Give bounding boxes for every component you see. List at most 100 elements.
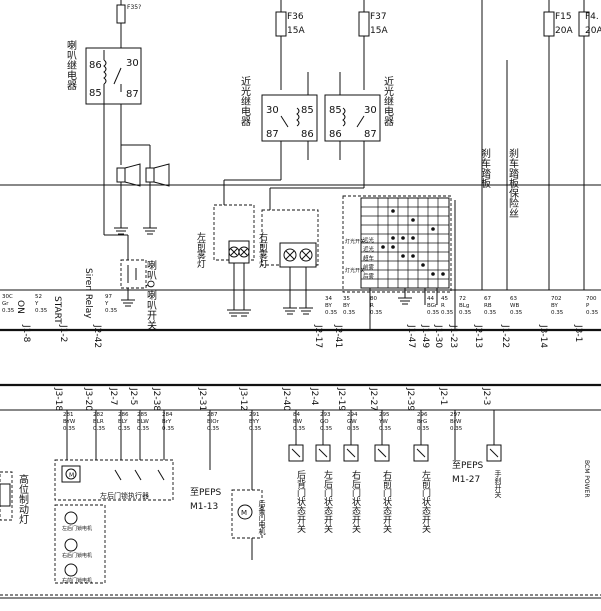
door-lock-actuator-module: M 左后门锁执行器	[54, 459, 174, 501]
lock-module-label: 左后门锁执行器	[100, 491, 149, 500]
row2-wire-2-code: 286	[118, 412, 129, 418]
row1-wire-9-code: 67	[484, 296, 491, 302]
fuse-f15: F15 20A	[543, 0, 573, 290]
row1-wire-0-code: 30C	[2, 294, 13, 300]
row2-conn-9: J2-19	[336, 387, 346, 411]
horn-relay-pin-30: 30	[126, 58, 139, 69]
row1-conn-11: J3-14	[538, 324, 548, 348]
row2-wire-11-code: 296	[417, 412, 428, 418]
svg-text:M: M	[69, 472, 74, 479]
row1-wire-12-color: P	[586, 303, 590, 309]
right-fog-lamp	[261, 209, 319, 268]
row1-conn-12: J3-1	[573, 324, 583, 342]
row2-wire-2-color: BLY	[118, 419, 128, 425]
row2-wire-10-code: 295	[379, 412, 390, 418]
fuse-f4-label: F4.	[585, 12, 599, 22]
fuse-f36: F36 15A	[275, 0, 305, 90]
row1-wire-labels: 30C Gr 0.35 52 Y 0.35 97 Y 0.35 34 BY 0.…	[2, 294, 599, 316]
lo-right-pin-85: 85	[329, 105, 342, 116]
row2-wire-12-color: BrW	[450, 419, 462, 425]
fuse-f36-label: F36	[287, 12, 304, 22]
row2-wire-3-color: BLW	[137, 419, 149, 425]
row2-conn-7: J2-40	[281, 387, 291, 411]
row2-wire-3-gauge: 0.35	[137, 426, 150, 432]
bcm-power-label: BCM POWER	[583, 460, 590, 498]
lo-left-pin-87: 87	[266, 129, 279, 140]
horn-relay: 86 85 30 87	[85, 47, 142, 105]
row1-wire-9-color: RB	[484, 303, 492, 309]
row1-wire-7-code: 45	[441, 296, 448, 302]
row2-wire-7-code: 84	[293, 412, 300, 418]
row1-wire-10-code: 63	[510, 296, 517, 302]
lo-left-relay-name: 近光继电器	[239, 75, 251, 127]
row1-wire-2-code: 97	[105, 294, 112, 300]
row2-wire-9-gauge: 0.35	[347, 426, 360, 432]
trunk-motor-label: 后备门电机	[258, 499, 266, 536]
row1-wire-11-color: BY	[551, 303, 558, 309]
lo-right-pin-86: 86	[329, 129, 342, 140]
row2-wire-4-code: 284	[162, 412, 173, 418]
row1-conn-4: J2-41	[333, 324, 343, 348]
row2-wire-8-color: GO	[320, 419, 329, 425]
row2-conn-4: J2-38	[151, 387, 161, 411]
light-switch-table: 远光 近光 超车 前雾 后雾 灯光开关 灯光开关	[342, 195, 452, 293]
horn-q-label: 喇叭Q	[145, 260, 157, 288]
siren-relay-label: Siren Relay	[83, 268, 93, 319]
row1-conn-10: J1-22	[500, 324, 510, 348]
brake-board-label: 刹车踏板	[479, 148, 491, 189]
row1-wire-7-gauge: 0.35	[441, 310, 454, 316]
light-row-4: 前雾	[363, 263, 375, 271]
row2-wire-0-code: 281	[63, 412, 74, 418]
door-switches	[288, 444, 502, 462]
row2-wire-9-color: GW	[347, 419, 357, 425]
row1-conn-9: J2-13	[473, 324, 483, 348]
row2-wire-4-color: BrY	[162, 419, 172, 425]
row1-conn-7: J1-30	[433, 324, 443, 348]
row1-wire-5-gauge: 0.35	[370, 310, 383, 316]
row2-wire-6-color: BYY	[249, 419, 260, 425]
fuse-f37: F37 15A	[358, 0, 388, 90]
lo-left-pin-30: 30	[266, 105, 279, 116]
left-front-door2-label: 左前门状态开关	[420, 469, 431, 534]
row1-wire-9-gauge: 0.35	[484, 310, 497, 316]
ground-symbol	[114, 227, 157, 235]
row1-conn-2: J2-42	[92, 324, 102, 348]
horn-relay-pin-85: 85	[89, 88, 102, 99]
row2-wire-1-code: 282	[93, 412, 104, 418]
row1-wire-8-color: BLg	[459, 303, 469, 309]
row1-wire-2-color: Y	[104, 301, 109, 307]
fuse-f4-rating: 20A	[585, 26, 601, 36]
lo-right-relay-name: 近光继电器	[382, 75, 394, 127]
row2-conn-8: J2-4	[309, 387, 319, 406]
fuse-f37-rating: 15A	[370, 26, 388, 36]
lo-right-pin-87: 87	[364, 129, 377, 140]
row1-conn-0: J1-8	[21, 324, 31, 343]
row1-wire-5-code: 80	[370, 296, 377, 302]
fuse-f15-label: F15	[555, 12, 572, 22]
row1-wire-5-color: R	[370, 303, 374, 309]
lo-left-pin-86: 86	[301, 129, 314, 140]
row1-wire-6-gauge: 0.35	[427, 310, 440, 316]
right-fog-label: 右前雾灯	[257, 231, 268, 269]
row2-wire-8-gauge: 0.35	[320, 426, 333, 432]
lock-motor-stack: 左后门锁电机 右后门锁电机 右前门锁电机	[54, 504, 106, 584]
row2-wire-3-code: 285	[137, 412, 148, 418]
row2-wire-11-gauge: 0.35	[417, 426, 430, 432]
row2-connectors: J3-18 J3-20 J2-7 J2-5 J2-38 J2-31 J3-12 …	[53, 387, 491, 411]
peps1-label: 至PEPS	[190, 487, 222, 498]
rear-left-door-label: 后背门状态开关	[295, 470, 306, 534]
horn-switch-label: 喇叭开关	[145, 290, 157, 331]
row1-conn-5: J1-47	[406, 324, 416, 348]
row2-conn-6: J3-12	[238, 387, 248, 411]
act2-label: 右后门锁电机	[62, 552, 92, 559]
row1-conn-8: J1-23	[448, 324, 458, 348]
light-row-3: 超车	[363, 254, 375, 262]
row2-conn-11: J2-39	[405, 387, 415, 411]
fuse-f36-rating: 15A	[287, 26, 305, 36]
row1-wire-2-gauge: 0.35	[105, 308, 118, 314]
row2-wire-9-code: 294	[347, 412, 358, 418]
horn-speaker-1	[116, 163, 141, 187]
row1-wire-8-gauge: 0.35	[459, 310, 472, 316]
